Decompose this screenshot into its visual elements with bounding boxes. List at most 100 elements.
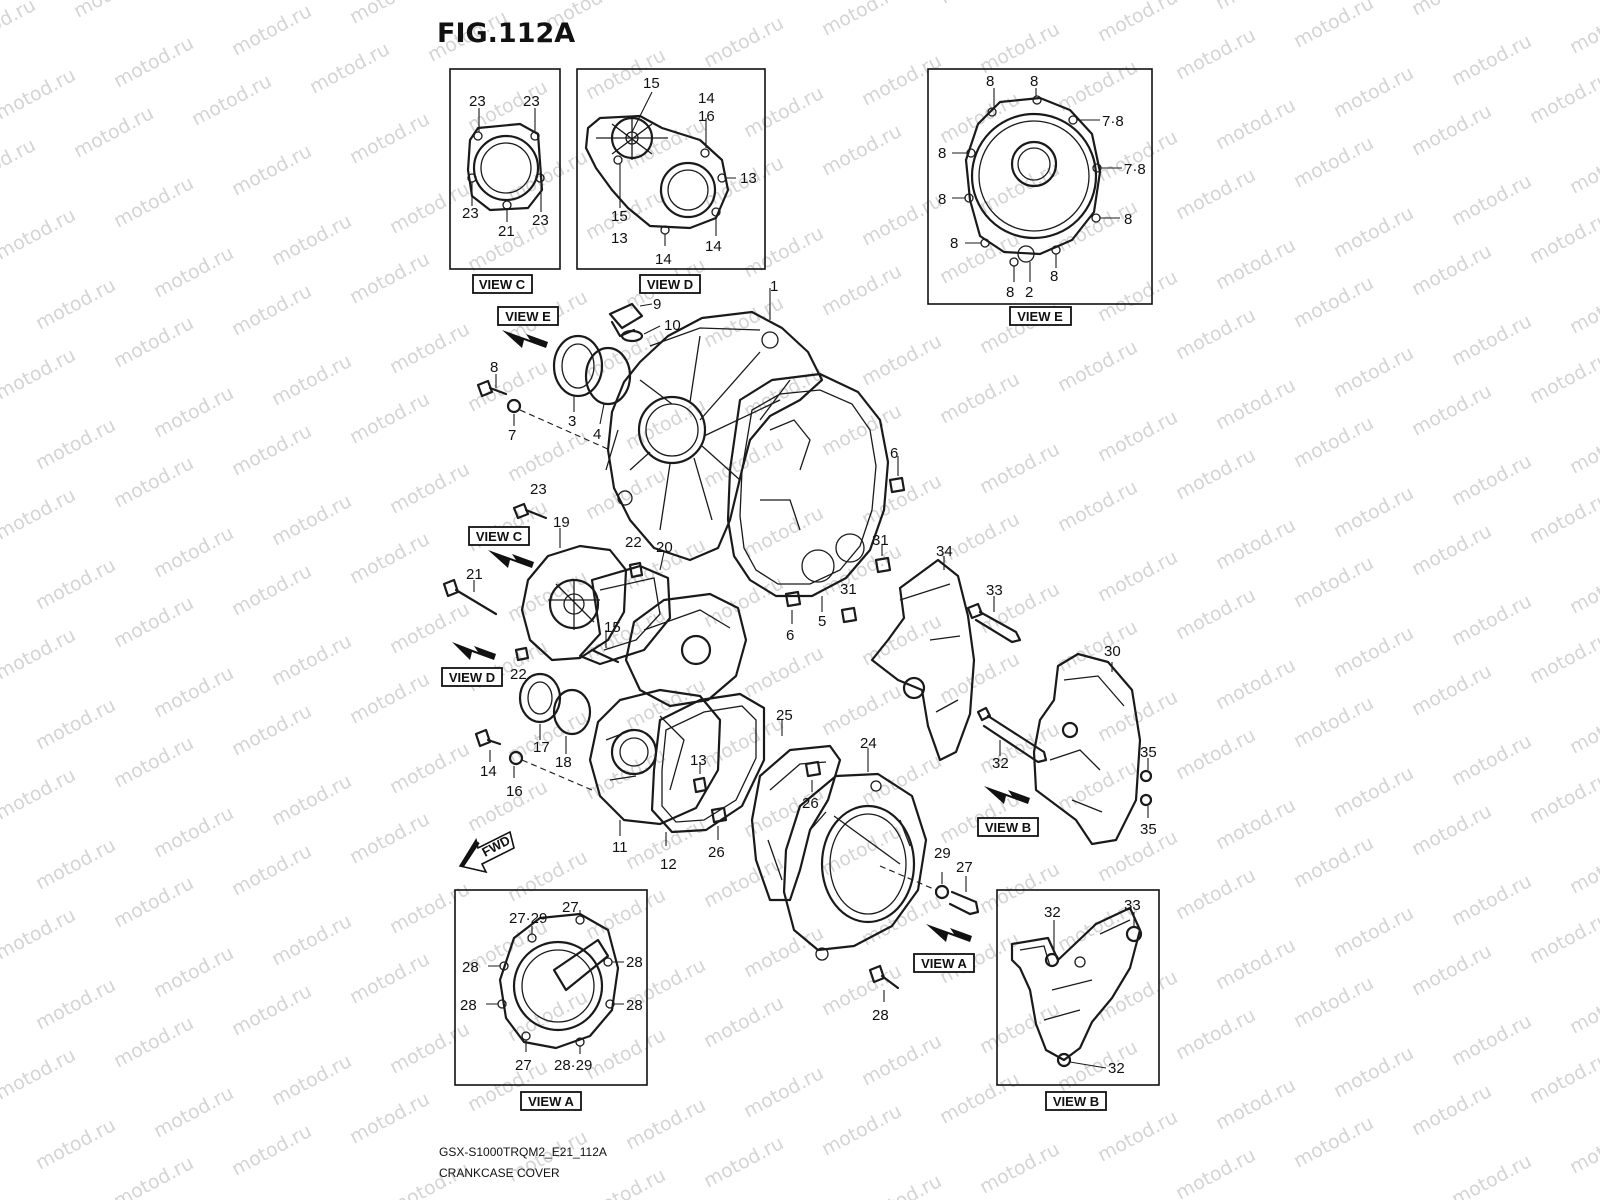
watermark-text: motod.ru: [1566, 138, 1600, 198]
watermark-text: motod.ru: [1290, 412, 1377, 472]
callout-16: 16: [698, 108, 715, 125]
callout-27: 27: [956, 859, 973, 876]
callout-28: 28: [462, 959, 479, 976]
watermark-text: motod.ru: [228, 840, 315, 900]
watermark-text: motod.ru: [1212, 794, 1299, 854]
watermark-text: motod.ru: [110, 872, 197, 932]
watermark-text: motod.ru: [1094, 266, 1181, 326]
callout-7-8: 7·8: [1124, 161, 1146, 178]
watermark-text: motod.ru: [464, 636, 551, 696]
callout-33: 33: [986, 582, 1003, 599]
watermark-text: motod.ru: [1526, 628, 1600, 688]
watermark-text: motod.ru: [1566, 278, 1600, 338]
callout-8: 8: [938, 145, 946, 162]
watermark-text: motod.ru: [1448, 310, 1535, 370]
view-d-label: VIEW D: [647, 277, 693, 292]
watermark-text: motod.ru: [386, 458, 473, 518]
callout-3: 3: [568, 413, 576, 430]
watermark-text: motod.ru: [1172, 584, 1259, 644]
inset-view-a: 27·29 27 28 28 28 28 27 28·29 VIEW A: [454, 889, 648, 1111]
callout-11: 11: [612, 839, 628, 856]
callout-29: 29: [934, 845, 951, 862]
watermark-text: motod.ru: [1566, 0, 1600, 58]
callout-21: 21: [498, 223, 515, 240]
watermark-text: motod.ru: [818, 260, 905, 320]
watermark-text: motod.ru: [582, 464, 669, 524]
forward-direction-indicator: FWD: [458, 830, 515, 874]
callout-27: 27: [562, 899, 579, 916]
part-sprocket-cover-30: 30 32 35 35: [976, 643, 1157, 846]
watermark-text: motod.ru: [32, 974, 119, 1034]
callout-14: 14: [655, 251, 672, 268]
watermark-text: motod.ru: [1172, 304, 1259, 364]
watermark-text: motod.ru: [228, 420, 315, 480]
callout-23: 23: [530, 481, 547, 498]
callout-27-29: 27·29: [509, 910, 547, 927]
callout-6: 6: [786, 627, 794, 644]
view-e-pointer: VIEW E: [497, 306, 559, 348]
callout-13: 13: [740, 170, 757, 187]
watermark-text: motod.ru: [32, 414, 119, 474]
watermark-text: motod.ru: [386, 178, 473, 238]
watermark-text: motod.ru: [1054, 476, 1141, 536]
watermark-text: motod.ru: [1290, 692, 1377, 752]
part-magneto-cover: 25 24 26 26 29 27 28: [708, 707, 980, 1024]
watermark-text: motod.ru: [818, 960, 905, 1020]
watermark-text: motod.ru: [110, 312, 197, 372]
watermark-text: motod.ru: [1172, 864, 1259, 924]
callout-2: 2: [1025, 284, 1033, 301]
watermark-text: motod.ru: [386, 318, 473, 378]
watermark-text: motod.ru: [1408, 520, 1495, 580]
callout-33: 33: [1124, 897, 1141, 914]
watermark-text: motod.ru: [504, 426, 591, 486]
callout-25: 25: [776, 707, 793, 724]
watermark-text: motod.ru: [268, 210, 355, 270]
watermark-text: motod.ru: [1094, 686, 1181, 746]
callout-8: 8: [986, 73, 994, 90]
svg-text:VIEW D: VIEW D: [449, 670, 495, 685]
watermark-text: motod.ru: [1212, 0, 1299, 14]
callout-31: 31: [840, 581, 857, 598]
watermark-text: motod.ru: [740, 82, 827, 142]
watermark-text: motod.ru: [150, 242, 237, 302]
watermark-text: motod.ru: [936, 1068, 1023, 1128]
watermark-text: motod.ru: [1448, 450, 1535, 510]
watermark-text: motod.ru: [346, 668, 433, 728]
watermark-text: motod.ru: [504, 566, 591, 626]
watermark-text: motod.ru: [228, 280, 315, 340]
watermark-text: motod.ru: [32, 694, 119, 754]
callout-23: 23: [462, 205, 479, 222]
watermark-text: motod.ru: [150, 522, 237, 582]
watermark-text: motod.ru: [1054, 336, 1141, 396]
watermark-text: motod.ru: [1408, 800, 1495, 860]
watermark-text: motod.ru: [1330, 342, 1417, 402]
svg-text:VIEW B: VIEW B: [985, 820, 1031, 835]
watermark-text: motod.ru: [1212, 1074, 1299, 1134]
watermark-text: motod.ru: [32, 554, 119, 614]
callout-8: 8: [1124, 211, 1132, 228]
callout-15: 15: [611, 208, 628, 225]
view-c-pointer: VIEW C: [468, 526, 534, 568]
callout-28: 28: [872, 1007, 889, 1024]
callout-28: 28: [626, 997, 643, 1014]
watermark-text: motod.ru: [346, 248, 433, 308]
watermark-text: motod.ru: [1408, 660, 1495, 720]
watermark-text: motod.ru: [32, 274, 119, 334]
callout-35: 35: [1140, 744, 1157, 761]
watermark-text: motod.ru: [1448, 30, 1535, 90]
watermark-text: motod.ru: [700, 292, 787, 352]
watermark-text: motod.ru: [1094, 966, 1181, 1026]
watermark-text: motod.ru: [740, 922, 827, 982]
watermark-text: motod.ru: [858, 50, 945, 110]
watermark-text: motod.ru: [150, 662, 237, 722]
callout-15: 15: [643, 75, 660, 92]
callout-32: 32: [992, 755, 1009, 772]
watermark-text: motod.ru: [1566, 838, 1600, 898]
watermark-text: motod.ru: [70, 102, 157, 162]
callout-8: 8: [938, 191, 946, 208]
inset-view-c: 23 23 23 23 21 VIEW C: [449, 68, 561, 294]
watermark-text: motod.ru: [1094, 0, 1181, 46]
watermark-text: motod.ru: [700, 852, 787, 912]
view-a-label: VIEW A: [528, 1094, 574, 1109]
watermark-text: motod.ru: [110, 732, 197, 792]
